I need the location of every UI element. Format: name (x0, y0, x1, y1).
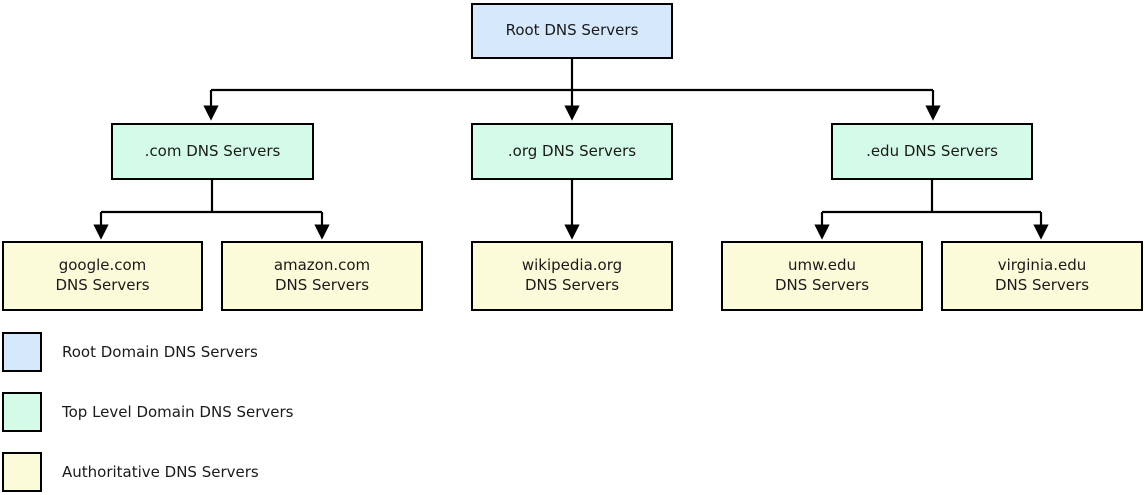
edge-edu-to-authoritative (814, 180, 1049, 240)
legend-label-top-level-domain: Top Level Domain DNS Servers (62, 403, 294, 421)
node-wikipedia-org-dns-servers[interactable]: wikipedia.org DNS Servers (471, 241, 673, 311)
node-google-com-dns-servers[interactable]: google.com DNS Servers (2, 241, 203, 311)
edge-root-to-tld-bus (203, 58, 941, 121)
node-edu-dns-servers[interactable]: .edu DNS Servers (831, 123, 1033, 180)
edge-com-to-authoritative (93, 180, 330, 240)
legend-swatch-authoritative (2, 452, 42, 492)
node-root-dns-servers[interactable]: Root DNS Servers (471, 3, 673, 59)
legend-label-authoritative: Authoritative DNS Servers (62, 463, 259, 481)
node-umw-edu-dns-servers[interactable]: umw.edu DNS Servers (721, 241, 923, 311)
legend-swatch-top-level-domain (2, 392, 42, 432)
node-amazon-com-dns-servers[interactable]: amazon.com DNS Servers (221, 241, 423, 311)
node-virginia-edu-dns-servers[interactable]: virginia.edu DNS Servers (941, 241, 1143, 311)
node-com-dns-servers[interactable]: .com DNS Servers (111, 123, 314, 180)
legend-swatch-root-domain (2, 332, 42, 372)
node-org-dns-servers[interactable]: .org DNS Servers (471, 123, 673, 180)
legend-label-root-domain: Root Domain DNS Servers (62, 343, 258, 361)
